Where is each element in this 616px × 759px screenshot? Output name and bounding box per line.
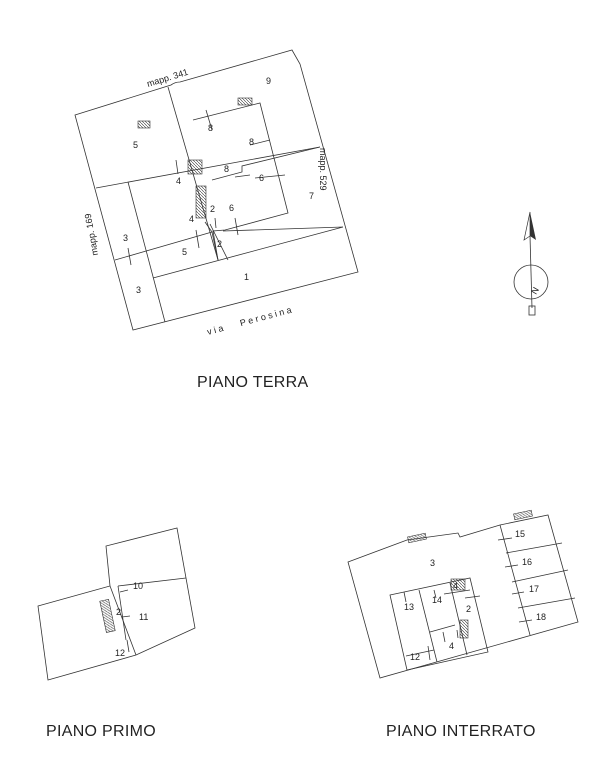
room-label: 8 (224, 164, 229, 174)
room-label: 5 (133, 140, 138, 150)
room-label: 3 (123, 233, 128, 243)
room-label: 12 (115, 648, 125, 658)
room-label: 3 (430, 558, 435, 568)
label-mapp-529: mapp. 529 (318, 148, 328, 191)
room-label: 14 (432, 595, 442, 605)
room-label: 1 (244, 272, 249, 282)
plan-title-piano-primo: PIANO PRIMO (46, 723, 156, 740)
plan-piano-terra: mapp. 341 mapp. 529 mapp. 169 via Perosi… (74, 49, 359, 337)
label-street: via Perosina (206, 304, 295, 337)
room-label: 6 (229, 203, 234, 213)
room-label: 2 (210, 204, 215, 214)
label-mapp-169: mapp. 169 (83, 213, 100, 257)
compass-label: N (529, 285, 541, 296)
room-label: 18 (536, 612, 546, 622)
room-label: 11 (139, 612, 148, 622)
room-label: 2 (466, 604, 471, 614)
room-label: 4 (176, 176, 181, 186)
plan-title-piano-interrato: PIANO INTERRATO (386, 723, 536, 740)
north-arrow-icon: N (513, 211, 549, 316)
room-label: 9 (266, 76, 271, 86)
room-label: 12 (410, 652, 420, 662)
room-label: 5 (182, 247, 187, 257)
room-label: 2 (116, 607, 121, 617)
room-label: 8 (208, 123, 213, 133)
label-mapp-341: mapp. 341 (146, 67, 190, 89)
room-label: 10 (133, 581, 143, 591)
room-label: 13 (404, 602, 414, 612)
room-label: 4 (189, 214, 194, 224)
room-label: 2 (217, 239, 222, 249)
room-label: 6 (259, 173, 264, 183)
room-label: 16 (522, 557, 532, 567)
room-label: 4 (453, 581, 458, 591)
room-label: 3 (136, 285, 141, 295)
plan-piano-primo: 10 2 11 12 (37, 527, 196, 681)
plan-piano-interrato: 3 15 16 17 18 13 14 4 2 4 12 (347, 509, 579, 679)
plan-title-piano-terra: PIANO TERRA (197, 374, 309, 391)
room-label: 8 (249, 137, 254, 147)
room-label: 4 (449, 641, 454, 651)
room-label: 15 (515, 529, 525, 539)
room-label: 7 (309, 191, 314, 201)
room-label: 17 (529, 584, 539, 594)
